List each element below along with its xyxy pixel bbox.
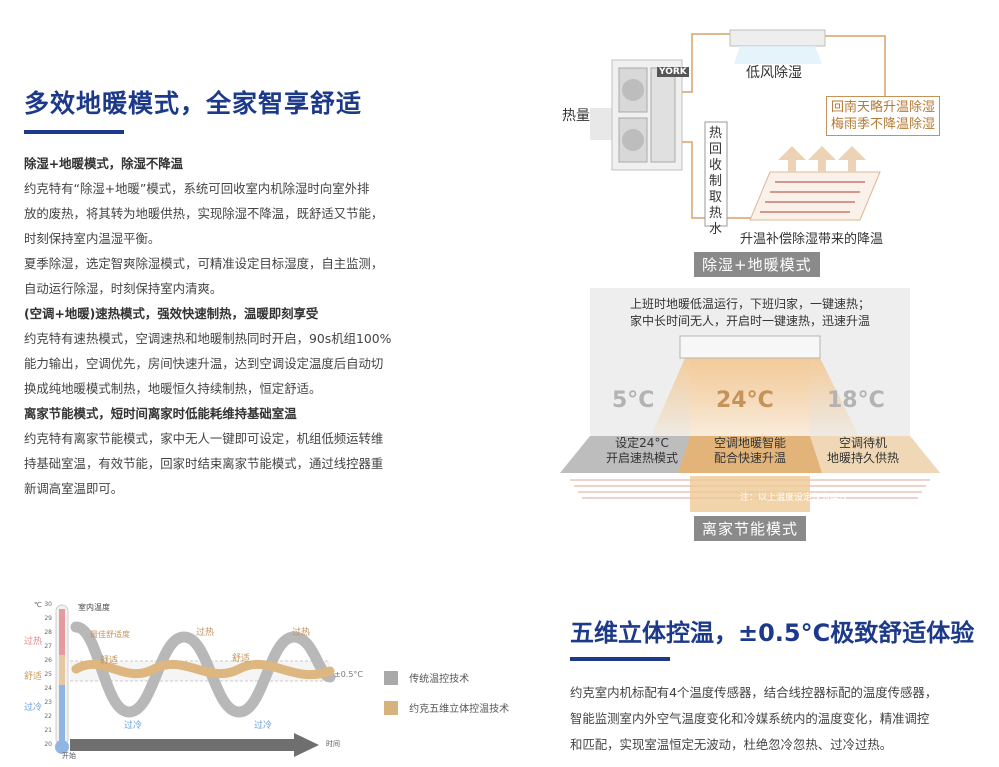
gold-note-line-2: 梅雨季不降温除湿 bbox=[831, 117, 936, 132]
legend-label-york: 约克五维立体控温技术 bbox=[409, 704, 510, 715]
y-tick-label: 27 bbox=[44, 643, 52, 650]
mode-tag-away-energy: 离家节能模式 bbox=[694, 516, 807, 541]
time-label: 时间 bbox=[326, 740, 340, 748]
caption-smart-coop: 空调地暖智能 配合快速升温 bbox=[700, 436, 800, 466]
heat-recovery-label: 热回收制取热水 bbox=[709, 126, 723, 237]
caption-2-line-1: 空调地暖智能 bbox=[713, 436, 786, 450]
caption-fast-heat: 设定24°C 开启速热模式 bbox=[602, 436, 682, 466]
away-line-2: 家中长时间无人，开启时一键速热，迅速升温 bbox=[630, 314, 871, 328]
paragraph-line: 约克特有离家节能模式，家中无人一键即可设定，机组低频运转维 bbox=[24, 431, 384, 446]
paragraph-line: 约克特有“除湿+地暖”模式，系统可回收室内机除湿时向室外排 bbox=[24, 181, 370, 196]
temp-control-line-2: 智能监测室内外空气温度变化和冷媒系统内的温度变化，精准调控 bbox=[570, 711, 930, 726]
york-logo: YORK bbox=[657, 67, 689, 77]
caption-2-line-2: 配合快速升温 bbox=[713, 451, 786, 465]
paragraph-heading: 离家节能模式，短时间离家时低能耗维持基础室温 bbox=[24, 406, 297, 421]
y-tick-label: 28 bbox=[44, 629, 52, 636]
section-title-floor-heating: 多效地暖模式，全家智享舒适 bbox=[24, 89, 363, 118]
y-tick-label: 26 bbox=[44, 657, 52, 664]
temp-control-line-3: 和匹配，实现室温恒定无波动，杜绝忽冷忽热、过冷过热。 bbox=[570, 737, 893, 752]
caption-3-line-1: 空调待机 bbox=[838, 436, 887, 450]
wave-cold-1: 过冷 bbox=[124, 721, 143, 731]
gold-note: 回南天略升温除湿 梅雨季不降温除湿 bbox=[826, 96, 941, 136]
temp-24c: 24°C bbox=[716, 388, 774, 413]
zone-hot: 过热 bbox=[24, 637, 43, 647]
zone-cold: 过冷 bbox=[24, 703, 43, 713]
paragraph-line: 新调高室温即可。 bbox=[24, 481, 124, 496]
y-tick-label: 21 bbox=[44, 727, 52, 734]
y-tick-label: 20 bbox=[44, 741, 52, 748]
paragraph-line: 换成纯地暖模式制热，地暖恒久持续制热，恒定舒适。 bbox=[24, 381, 322, 396]
legend-york: 约克五维立体控温技术 bbox=[384, 697, 509, 716]
zone-comfort: 舒适 bbox=[24, 672, 43, 682]
temperature-control-chart: ℃ 30 29 28 27 26 25 24 23 22 21 20 过热 舒适 过冷 室内温度 最… bbox=[24, 597, 524, 762]
away-mode-description: 上班时地暖低温运行，下班归家，一键速热； 家中长时间无人，开启时一键速热，迅速升… bbox=[630, 296, 870, 330]
paragraph-line: 持基础室温，有效节能，回家时结束离家节能模式，通过线控器重 bbox=[24, 456, 384, 471]
legend-swatch-grey bbox=[384, 670, 398, 685]
wave-cold-2: 过冷 bbox=[254, 721, 273, 731]
y-tick-label: 29 bbox=[44, 615, 52, 622]
caption-1-line-2: 开启速热模式 bbox=[605, 451, 678, 465]
compensation-caption: 升温补偿除湿带来的降温 bbox=[740, 232, 884, 247]
paragraph-heading: (空调+地暖)速热模式，强效快速制热，温暖即刻享受 bbox=[24, 306, 319, 321]
wave-hot-2: 过热 bbox=[292, 628, 311, 638]
legend-label-traditional: 传统温控技术 bbox=[409, 674, 470, 685]
title-underline-2 bbox=[570, 657, 670, 661]
paragraph-heading: 除湿+地暖模式，除湿不降温 bbox=[24, 156, 184, 171]
y-ticks: 30 29 28 27 26 25 24 23 22 21 20 bbox=[38, 601, 52, 748]
temp-5c: 5°C bbox=[612, 388, 655, 413]
wave-comfort-1: 舒适 bbox=[100, 656, 119, 666]
indoor-temp-label: 室内温度 bbox=[78, 603, 110, 612]
wave-hot-1: 过热 bbox=[196, 628, 215, 638]
temp-control-line-1: 约克室内机标配有4个温度传感器，结合线控器标配的温度传感器， bbox=[570, 685, 938, 700]
unit-label: ℃ bbox=[34, 601, 42, 609]
paragraph-line: 自动运行除湿，时刻保持室内清爽。 bbox=[24, 281, 223, 296]
y-tick-label: 23 bbox=[44, 699, 52, 706]
away-mode-diagram: 上班时地暖低温运行，下班归家，一键速热； 家中长时间无人，开启时一键速热，迅速升… bbox=[560, 288, 940, 543]
paragraph-line: 夏季除湿，选定智爽除湿模式，可精准设定目标湿度，自主监测， bbox=[24, 256, 384, 271]
dehumidify-heating-diagram: YORK 热量 低风除湿 热回收制取热水 回南天略升温除湿 梅雨季不降温除湿 升… bbox=[560, 22, 960, 277]
tolerance-label: ±0.5°C bbox=[334, 670, 364, 679]
title-underline bbox=[24, 130, 124, 134]
paragraph-line: 放的废热，将其转为地暖供热，实现除湿不降温，既舒适又节能， bbox=[24, 206, 384, 221]
legend-swatch-gold bbox=[384, 700, 398, 715]
low-wind-dehumidify-label: 低风除湿 bbox=[746, 65, 802, 81]
caption-1-line-1: 设定24°C bbox=[615, 436, 669, 450]
temp-control-description: 约克室内机标配有4个温度传感器，结合线控器标配的温度传感器， 智能监测室内外空气… bbox=[570, 680, 980, 758]
paragraph-line: 能力输出，空调优先，房间快速升温，达到空调设定温度后自动切 bbox=[24, 356, 384, 371]
away-line-1: 上班时地暖低温运行，下班归家，一键速热； bbox=[630, 297, 871, 311]
temp-note: 注：以上温度设定仅为建议 bbox=[740, 493, 849, 503]
wave-comfort-2: 舒适 bbox=[232, 654, 251, 664]
y-tick-label: 24 bbox=[44, 685, 52, 692]
caption-standby: 空调待机 地暖持久供热 bbox=[818, 436, 908, 466]
y-tick-label: 25 bbox=[44, 671, 52, 678]
section-title-temp-control: 五维立体控温，±0.5°C极致舒适体验 bbox=[570, 619, 975, 647]
best-comfort-label: 最佳舒适度 bbox=[90, 630, 130, 639]
start-label: 开始 bbox=[62, 752, 76, 760]
caption-3-line-2: 地暖持久供热 bbox=[826, 451, 899, 465]
paragraph-line: 时刻保持室内温湿平衡。 bbox=[24, 231, 161, 246]
gold-note-line-1: 回南天略升温除湿 bbox=[831, 100, 936, 115]
temp-18c: 18°C bbox=[827, 388, 885, 413]
y-tick-label: 22 bbox=[44, 713, 52, 720]
legend-traditional: 传统温控技术 bbox=[384, 667, 469, 686]
floor-heating-description: 除湿+地暖模式，除湿不降温约克特有“除湿+地暖”模式，系统可回收室内机除湿时向室… bbox=[24, 151, 444, 501]
paragraph-line: 约克特有速热模式，空调速热和地暖制热同时开启，90s机组100% bbox=[24, 331, 392, 346]
y-tick-label: 30 bbox=[44, 601, 52, 608]
mode-tag-dehumidify-heating: 除湿+地暖模式 bbox=[694, 252, 820, 277]
heat-label: 热量 bbox=[562, 108, 590, 124]
